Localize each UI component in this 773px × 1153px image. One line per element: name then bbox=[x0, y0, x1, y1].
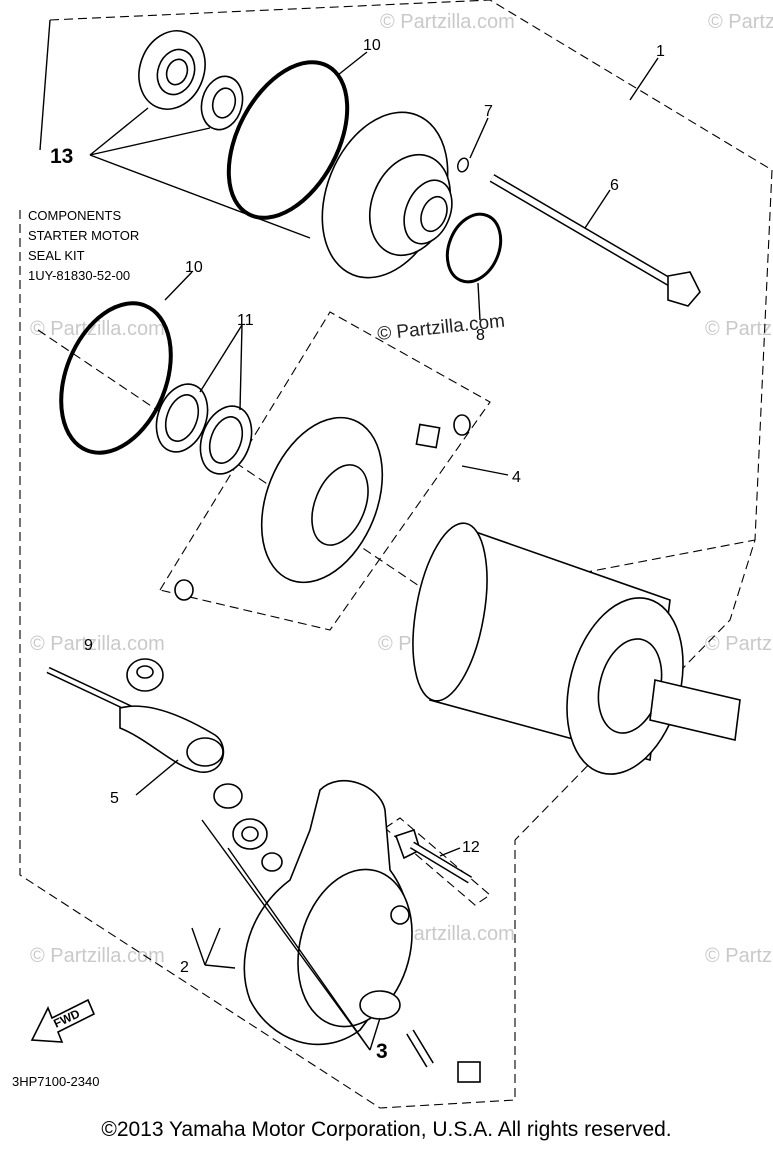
brush-plate-box bbox=[159, 311, 491, 631]
bolt bbox=[394, 828, 473, 884]
note-line-1: COMPONENTS bbox=[28, 208, 122, 223]
insulator-parts bbox=[213, 783, 283, 872]
bearing bbox=[138, 30, 206, 110]
rear-cover bbox=[243, 779, 413, 1046]
callout-11: 11 bbox=[237, 312, 254, 329]
callout-5: 5 bbox=[110, 790, 119, 807]
note-line-2: STARTER MOTOR bbox=[28, 228, 139, 243]
callout-7: 7 bbox=[484, 103, 493, 120]
callout-6: 6 bbox=[610, 177, 619, 194]
oil-seal bbox=[200, 75, 244, 131]
lead-wire bbox=[46, 666, 225, 773]
watermark: © Partzilla.com bbox=[30, 945, 165, 967]
callout-3: 3 bbox=[376, 1040, 388, 1063]
callout-1: 1 bbox=[656, 43, 665, 60]
yoke bbox=[412, 522, 741, 775]
callout-10-mid: 10 bbox=[185, 259, 203, 276]
watermark: © Partzilla.com bbox=[705, 633, 773, 655]
partzilla-label: © Partzilla.com bbox=[376, 311, 506, 345]
o-ring-medium bbox=[445, 212, 503, 284]
seal-kit-note: COMPONENTS STARTER MOTOR SEAL KIT 1UY-81… bbox=[28, 208, 139, 283]
watermark: © Partzilla.com bbox=[380, 923, 515, 945]
leader-lines bbox=[89, 51, 659, 1051]
small-o-ring bbox=[457, 157, 469, 173]
callout-8: 8 bbox=[476, 327, 485, 344]
watermark: © Partzilla.com bbox=[30, 633, 165, 655]
diagram-code: 3HP7100-2340 bbox=[12, 1074, 99, 1089]
callout-2: 2 bbox=[180, 959, 189, 976]
watermark: © Partzilla.com bbox=[705, 945, 773, 967]
watermark: © Partzilla.com bbox=[708, 11, 773, 33]
watermark: © Partzilla.com bbox=[705, 318, 773, 340]
callout-9: 9 bbox=[84, 637, 93, 654]
note-line-4: 1UY-81830-52-00 bbox=[28, 268, 130, 283]
terminal bbox=[406, 1029, 481, 1083]
callout-4: 4 bbox=[512, 469, 521, 486]
nut bbox=[126, 658, 164, 692]
callouts: 1 2 3 4 5 6 7 8 9 10 10 11 12 13 bbox=[50, 37, 665, 1063]
fwd-arrow-icon: FWD bbox=[30, 998, 96, 1043]
front-cover bbox=[321, 111, 453, 279]
callout-12: 12 bbox=[462, 839, 480, 856]
o-ring-large-mid bbox=[59, 301, 173, 455]
watermark: © Partzilla.com bbox=[30, 318, 165, 340]
washers bbox=[155, 383, 253, 475]
watermarks: © Partzilla.com © Partzilla.com © Partzi… bbox=[30, 11, 773, 967]
note-line-3: SEAL KIT bbox=[28, 248, 85, 263]
watermark: © Partzilla.com bbox=[380, 11, 515, 33]
brush-plate bbox=[174, 414, 471, 601]
through-bolt bbox=[489, 174, 701, 307]
copyright: ©2013 Yamaha Motor Corporation, U.S.A. A… bbox=[101, 1118, 672, 1141]
callout-10-top: 10 bbox=[363, 37, 381, 54]
callout-13: 13 bbox=[50, 145, 73, 168]
